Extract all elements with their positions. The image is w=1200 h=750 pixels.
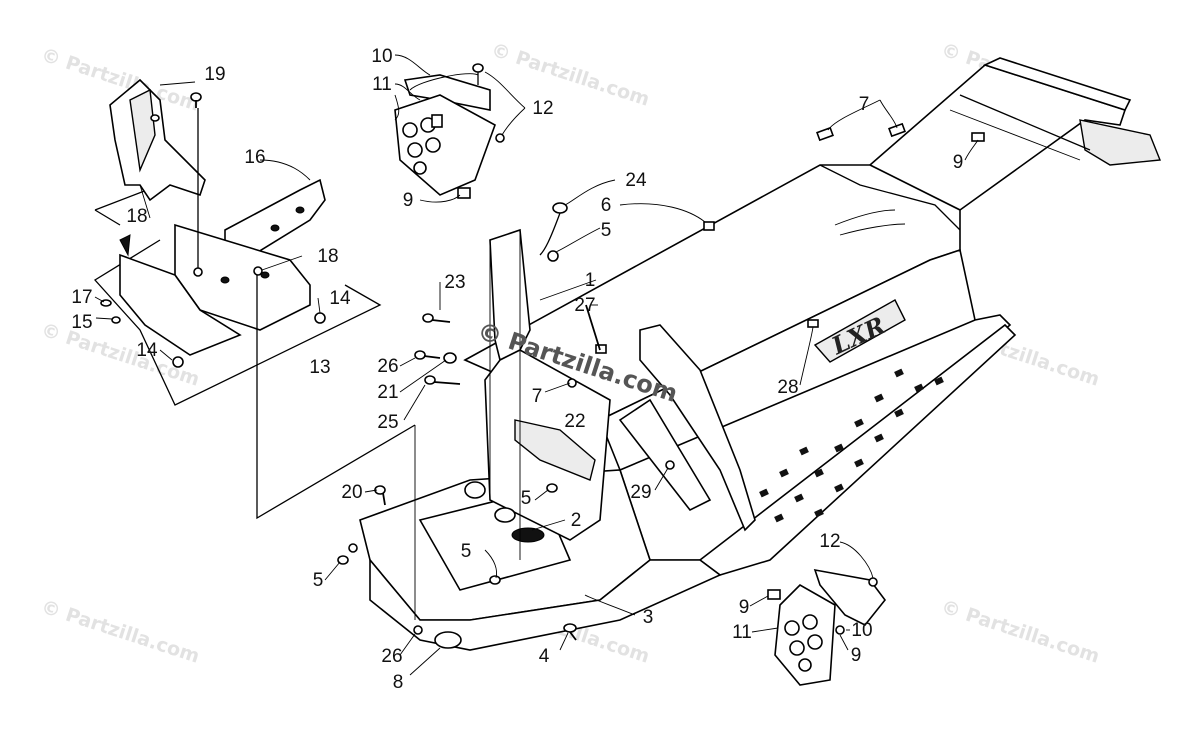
nut-5	[547, 250, 559, 262]
callout-23: 23	[444, 272, 465, 293]
grommet-2	[511, 527, 545, 543]
cable-24	[552, 202, 568, 214]
callout-5: 5	[313, 570, 324, 591]
callout-19: 19	[204, 64, 225, 85]
callout-16: 16	[244, 147, 265, 168]
callout-18: 18	[317, 246, 338, 267]
bolt-4	[563, 623, 577, 633]
plug-8	[434, 631, 462, 649]
bolt-23	[422, 313, 434, 323]
chassis-tunnel: LXR	[359, 57, 1161, 651]
callout-12: 12	[819, 531, 840, 552]
callout-24: 24	[625, 170, 647, 191]
plate-15	[119, 253, 242, 356]
callout-22: 22	[564, 411, 585, 432]
callout-21: 21	[377, 382, 398, 403]
nut-9	[767, 589, 781, 600]
callout-14: 14	[136, 340, 158, 361]
clip-29	[665, 460, 675, 470]
pad-7	[807, 319, 819, 328]
lxr-decal	[813, 299, 906, 363]
callout-26: 26	[381, 646, 402, 667]
callout-14: 14	[329, 288, 351, 309]
nut-6	[703, 221, 715, 231]
callout-7: 7	[532, 386, 543, 407]
plate-10	[403, 74, 491, 111]
fitting	[494, 507, 516, 523]
watermark: © Partzilla.com	[488, 39, 652, 111]
arrow-marker	[119, 234, 131, 257]
bottom-hitch-plate-group	[767, 568, 887, 686]
callout-labels: 19 16 18 18 17 15 14 14 13 10 11 12 9 24…	[71, 46, 963, 693]
callout-9: 9	[953, 152, 964, 173]
steering-brace	[618, 398, 712, 512]
nut-5	[337, 555, 349, 565]
screw-19	[190, 92, 202, 102]
top-hitch-plate-group	[394, 63, 505, 199]
callout-5: 5	[521, 488, 532, 509]
callout-11: 11	[372, 74, 392, 95]
callout-9: 9	[851, 645, 862, 666]
nut-9	[971, 132, 985, 142]
callout-5: 5	[601, 220, 612, 241]
bolt-26b	[413, 625, 423, 635]
watermark: © Partzilla.com	[38, 596, 202, 668]
nut-14	[314, 312, 326, 324]
screw-15	[111, 316, 121, 324]
callout-29: 29	[630, 482, 651, 503]
nut-14	[172, 356, 184, 368]
nut-18	[253, 266, 263, 276]
callout-26: 26	[377, 356, 398, 377]
callout-5: 5	[461, 541, 472, 562]
nut-9	[457, 187, 471, 199]
callout-20: 20	[341, 482, 362, 503]
nut-9	[431, 114, 443, 128]
bolt-26	[414, 350, 426, 360]
callout-8: 8	[393, 672, 404, 693]
rear-bumper-top	[982, 57, 1132, 111]
watermark: © Partzilla.com	[938, 596, 1102, 668]
callout-28: 28	[777, 377, 798, 398]
spacer-21	[443, 352, 457, 364]
callout-25: 25	[377, 412, 398, 433]
callout-6: 6	[601, 195, 612, 216]
callout-27: 27	[574, 295, 595, 316]
bracket-19-inner	[129, 88, 156, 173]
callout-13: 13	[309, 357, 330, 378]
callout-4: 4	[539, 646, 550, 667]
callout-18: 18	[126, 206, 147, 227]
callout-12: 12	[532, 98, 553, 119]
callout-3: 3	[643, 607, 654, 628]
plate-11b	[774, 584, 836, 686]
callout-15: 15	[71, 312, 92, 333]
nut-5	[546, 483, 558, 493]
pad-7	[816, 126, 834, 142]
callout-10: 10	[371, 46, 392, 67]
callout-9: 9	[403, 190, 414, 211]
bulkhead-opening	[514, 419, 596, 481]
steering-post-right	[639, 324, 756, 532]
left-exploded-bracket-group	[93, 78, 416, 520]
pad-7	[888, 122, 906, 138]
callout-11: 11	[732, 622, 752, 643]
callout-2: 2	[571, 510, 582, 531]
callout-9: 9	[739, 597, 750, 618]
rear-bumper-end	[1079, 119, 1161, 166]
loose-fasteners	[337, 122, 985, 649]
leader-lines	[94, 54, 979, 676]
callout-17: 17	[71, 287, 92, 308]
nut-18	[193, 267, 203, 277]
callout-1: 1	[585, 270, 596, 291]
nut-5	[489, 575, 501, 585]
rivet-7	[567, 378, 577, 388]
belly-pan-lower	[369, 557, 722, 651]
bolt-25	[424, 375, 436, 385]
fitting	[464, 481, 486, 499]
callout-7: 7	[859, 94, 870, 115]
callout-10: 10	[851, 620, 872, 641]
nut-27	[595, 344, 607, 354]
